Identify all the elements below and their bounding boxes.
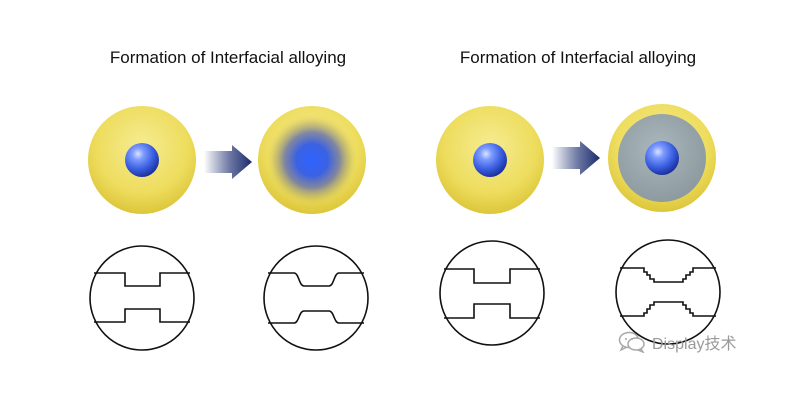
interface-sharp-right xyxy=(439,240,545,346)
interface-line-top xyxy=(620,267,716,283)
interface-line-bottom xyxy=(94,308,190,323)
right-panel xyxy=(436,104,721,346)
blue-core xyxy=(473,143,507,177)
diffused-core xyxy=(266,114,358,206)
interface-stepped-right xyxy=(615,239,721,345)
interface-line-top xyxy=(444,268,540,284)
panel-title-left: Formation of Interfacial alloying xyxy=(109,48,347,67)
left-panel xyxy=(88,106,369,351)
interface-line-bottom xyxy=(268,310,364,324)
interface-circle xyxy=(615,239,721,345)
wechat-bubble-icon xyxy=(618,331,645,353)
particle-after-diffuse xyxy=(258,106,366,214)
blue-core xyxy=(125,143,159,177)
particle-before-right xyxy=(436,106,544,214)
watermark-text: Display技术 xyxy=(652,336,737,353)
interface-line-top xyxy=(94,272,190,287)
process-arrow-right xyxy=(552,141,600,175)
interface-circle xyxy=(263,245,369,351)
interface-sharp-left xyxy=(89,245,195,351)
interface-smooth-left xyxy=(263,245,369,351)
particle-before-left xyxy=(88,106,196,214)
blue-core xyxy=(645,141,679,175)
interface-line-bottom xyxy=(620,301,716,317)
interface-circle xyxy=(439,240,545,346)
particle-after-shell xyxy=(608,104,716,212)
watermark: Display技术 xyxy=(618,330,736,354)
panel-title-right: Formation of Interfacial alloying xyxy=(459,48,697,67)
interface-line-top xyxy=(268,272,364,287)
interface-circle xyxy=(89,245,195,351)
interface-line-bottom xyxy=(444,303,540,319)
process-arrow-left xyxy=(204,145,252,179)
